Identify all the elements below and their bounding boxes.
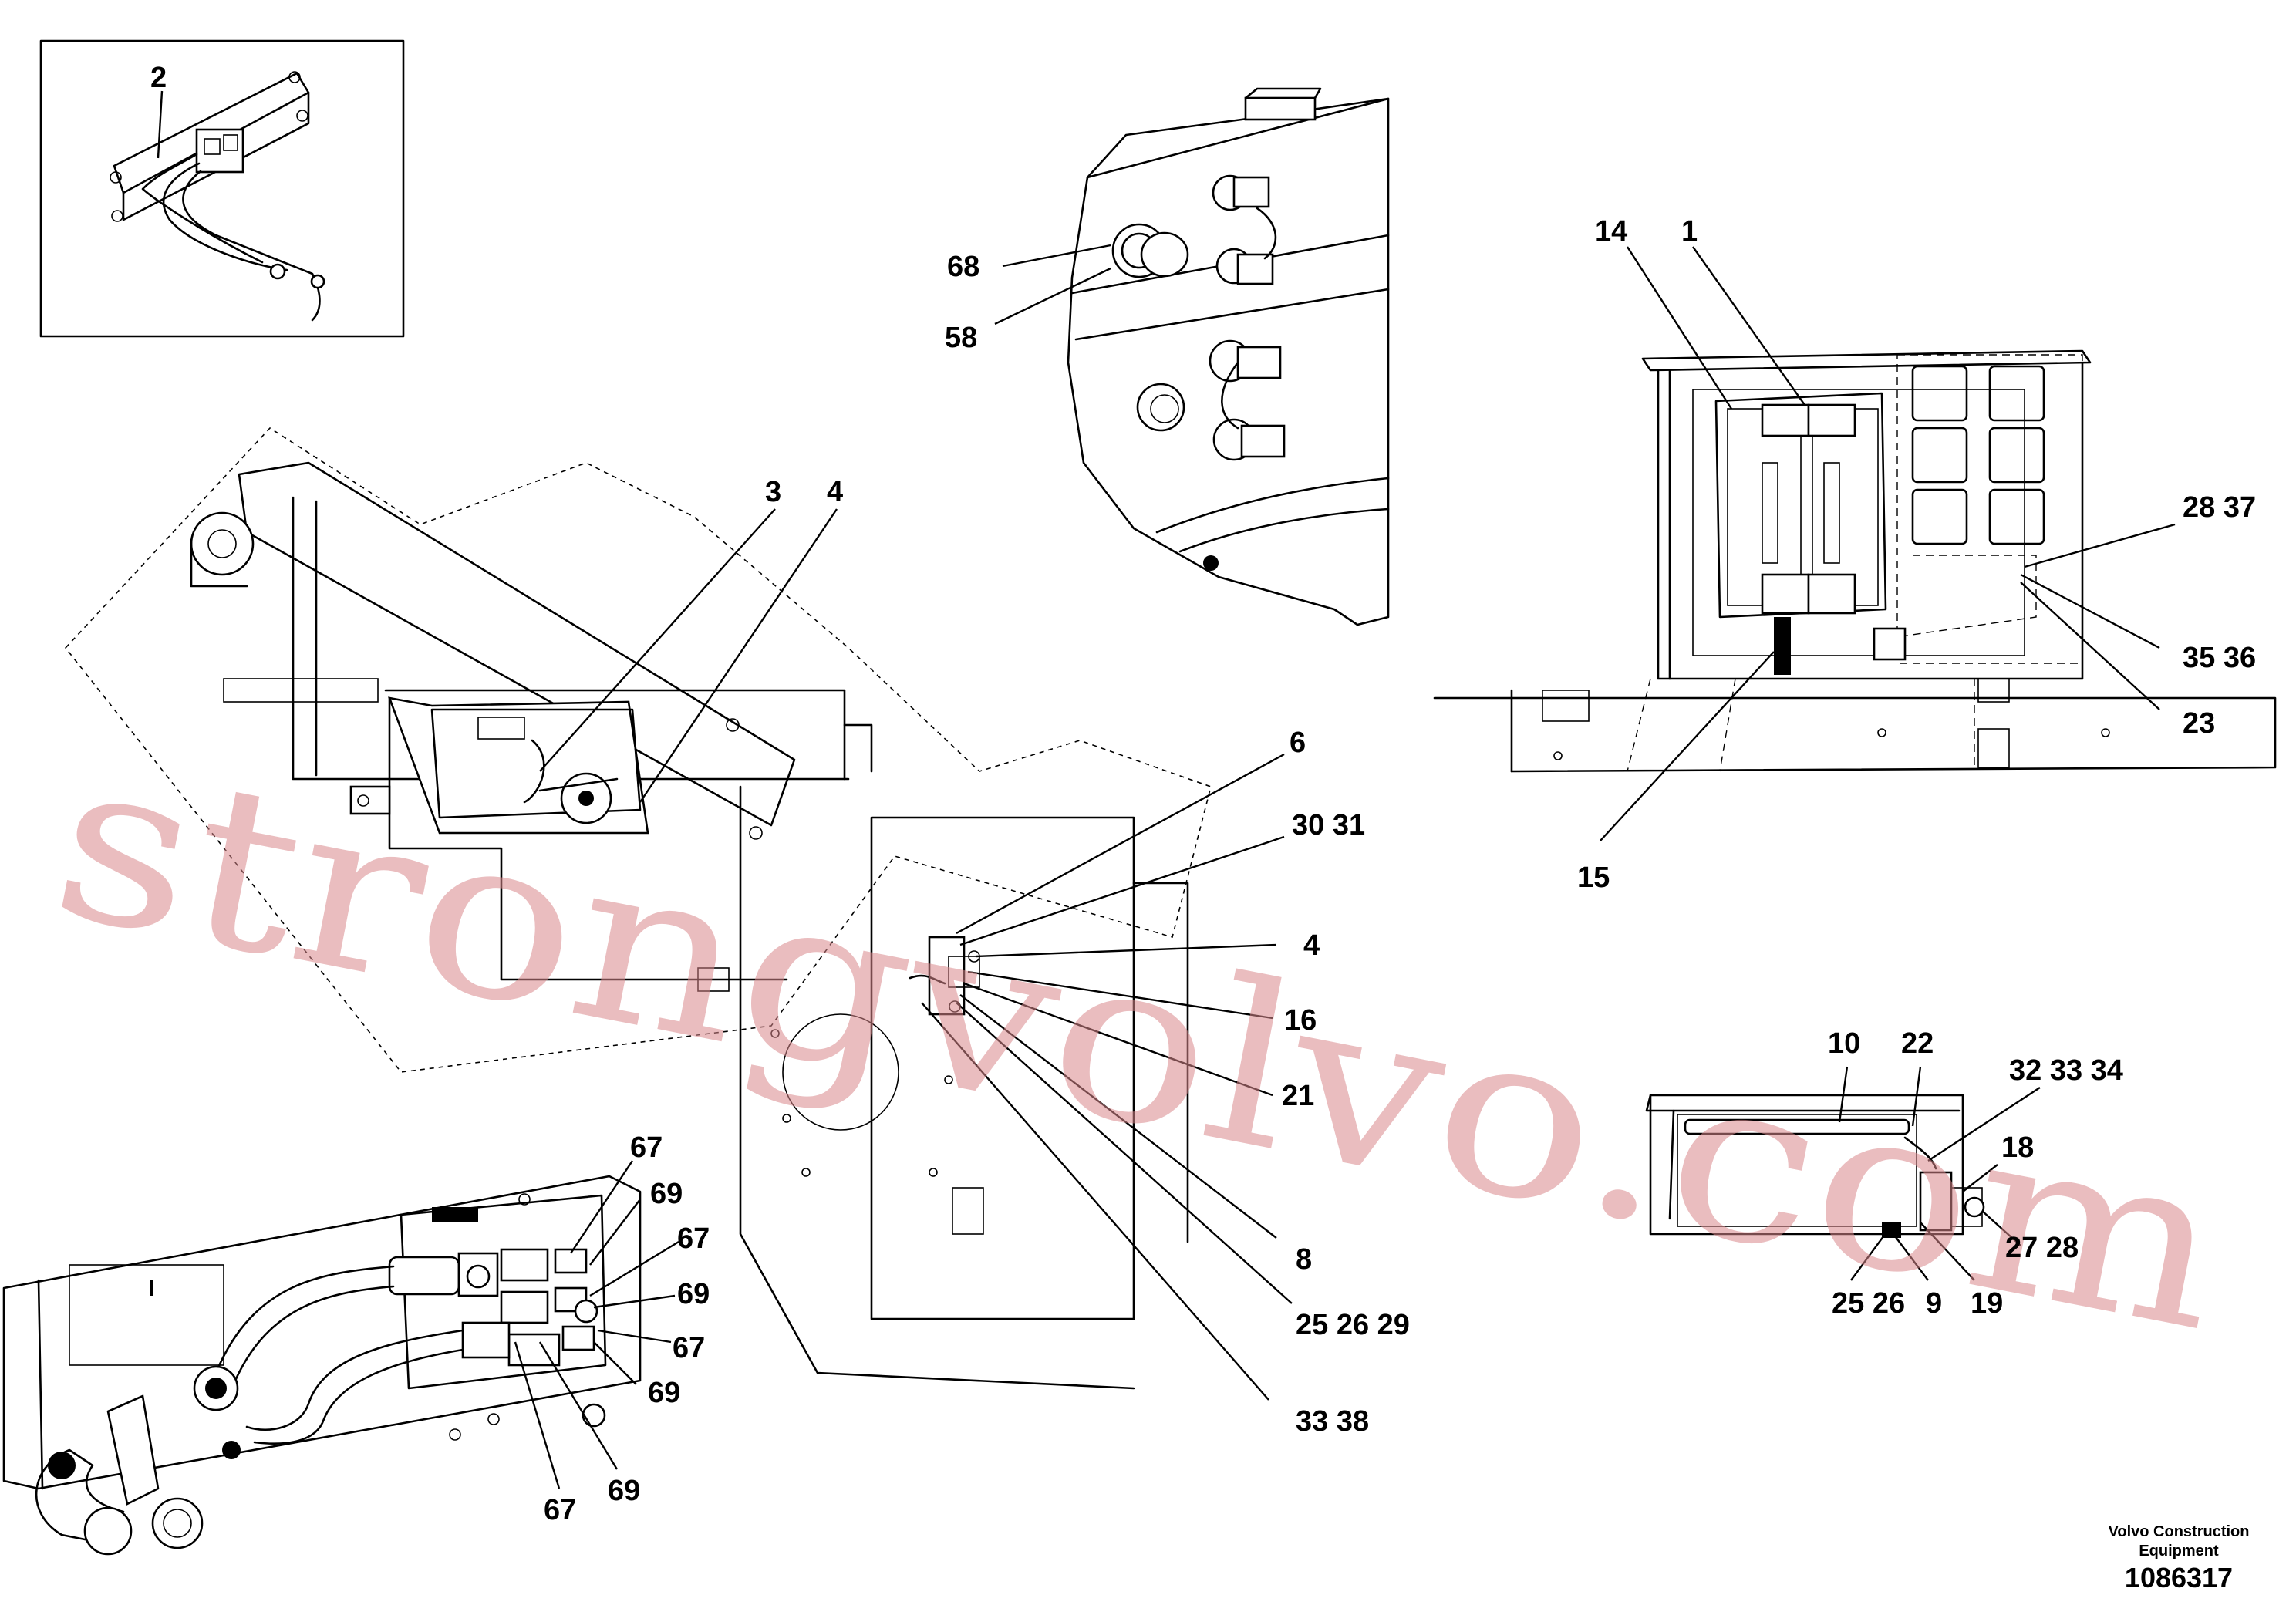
label-18: 18 [2001,1131,2034,1164]
label-4-mid: 4 [1303,929,1320,962]
label-27-28: 27 28 [2005,1232,2079,1264]
leader-lines [157,90,2176,1489]
label-28-37: 28 37 [2183,491,2256,524]
label-16: 16 [1284,1004,1317,1037]
label-9: 9 [1926,1287,1942,1320]
label-67-b: 67 [677,1222,710,1255]
credit-block: Volvo Construction Equipment 1086317 [2109,1523,2250,1593]
label-4-top: 4 [827,476,843,508]
inset-parts-68-58 [1067,87,1390,626]
label-8: 8 [1296,1243,1312,1276]
label-33-38: 33 38 [1296,1405,1369,1438]
label-35-36: 35 36 [2183,642,2256,674]
label-25-26-bottom: 25 26 [1832,1287,1905,1320]
label-6: 6 [1290,727,1306,759]
label-25-26-29: 25 26 29 [1296,1309,1410,1341]
label-19: 19 [1971,1287,2003,1320]
label-22: 22 [1901,1027,1934,1060]
main-frame-drawing [64,427,1212,1390]
credit-line-2: Equipment [2139,1543,2219,1560]
label-3: 3 [765,476,781,508]
label-69-c: 69 [648,1377,680,1409]
label-23: 23 [2183,707,2215,740]
label-69-a: 69 [650,1178,683,1210]
label-21: 21 [1282,1080,1314,1112]
label-67-a: 67 [630,1131,663,1164]
inset-part-2 [39,39,405,338]
credit-line-1: Volvo Construction [2109,1523,2250,1540]
label-2: 2 [150,62,167,94]
inset-lower-right [1645,1094,1985,1238]
label-58: 58 [945,322,977,354]
label-69-b: 69 [677,1278,710,1310]
label-68: 68 [947,251,979,283]
label-67-d: 67 [544,1494,576,1526]
label-1: 1 [1681,215,1698,248]
label-67-c: 67 [673,1332,705,1364]
label-10: 10 [1828,1027,1860,1060]
label-15: 15 [1577,862,1610,894]
part-labels: 2 68 58 3 4 14 1 28 37 35 36 23 15 6 30 … [150,62,2256,1526]
label-14: 14 [1595,215,1627,248]
inset-battery-box [1433,349,2277,773]
label-30-31: 30 31 [1292,809,1365,841]
label-32-33-34: 32 33 34 [2009,1054,2123,1087]
document-number: 1086317 [2125,1562,2233,1593]
label-69-d: 69 [608,1475,640,1507]
inset-harness-bottom-left [2,1175,642,1556]
